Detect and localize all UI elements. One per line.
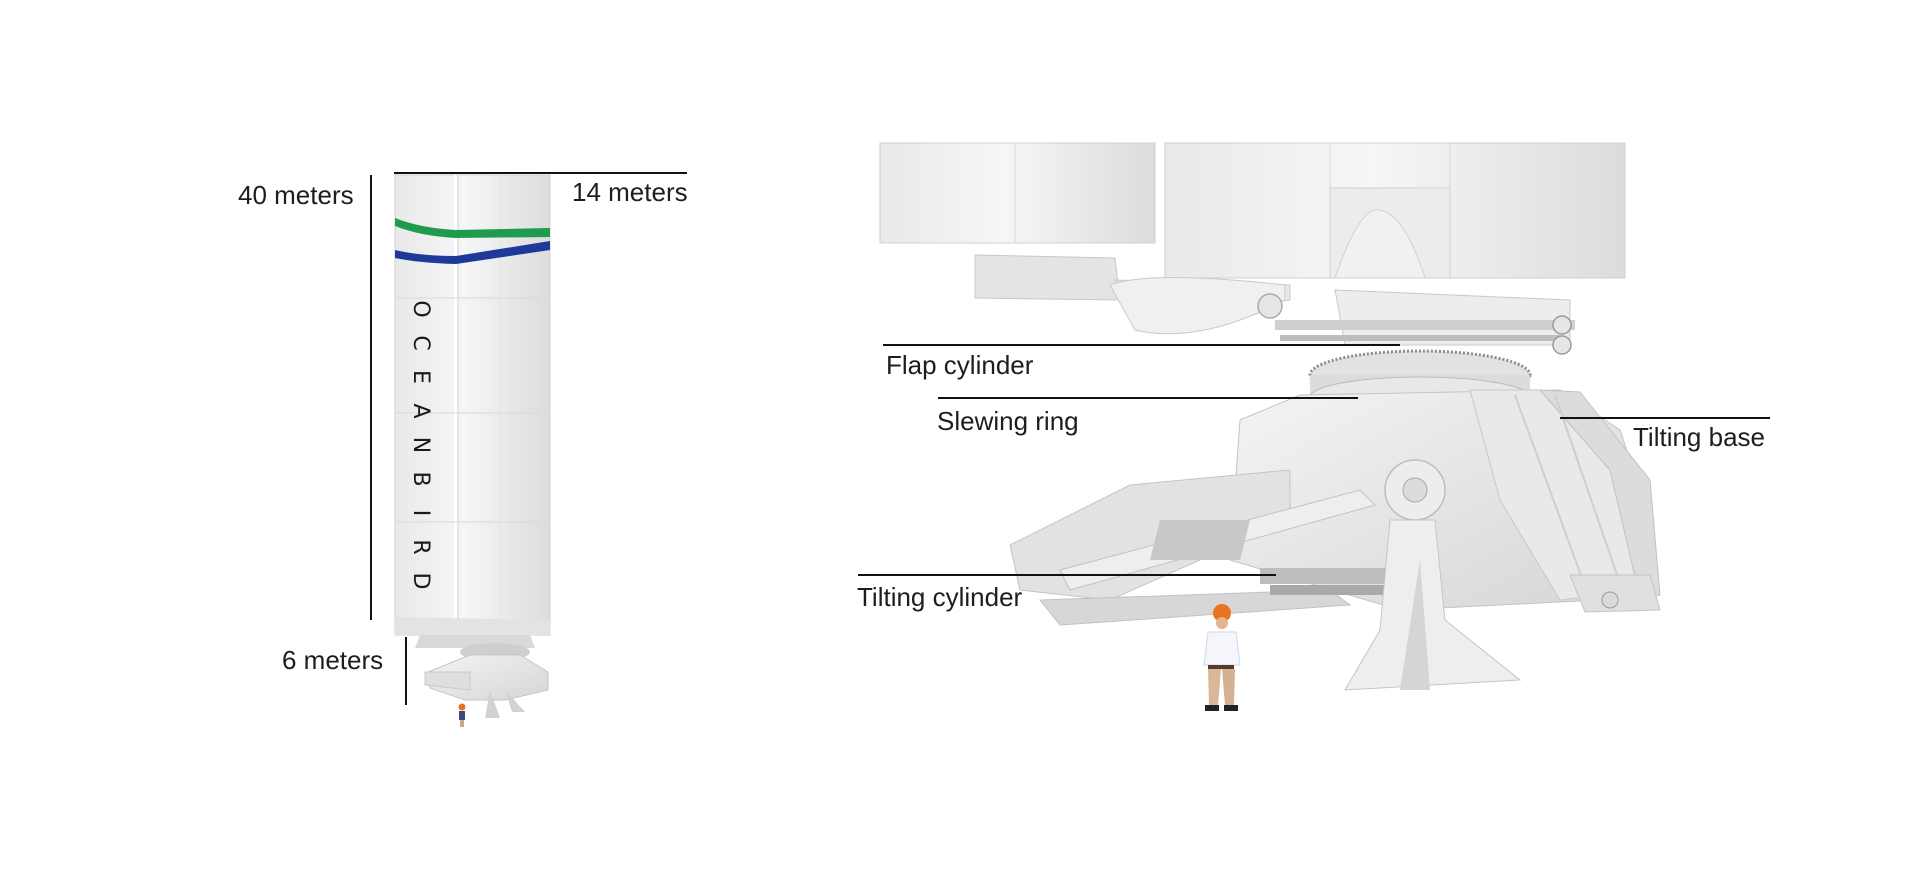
slewing-ring-leader	[938, 397, 1358, 399]
callout-tilting-base: Tilting base	[1633, 422, 1765, 452]
tilting-base-leader	[1560, 417, 1770, 419]
callout-slewing-ring: Slewing ring	[937, 406, 1079, 436]
base-dimension-line	[405, 637, 407, 705]
person-for-scale	[1203, 604, 1241, 711]
brand-letter: D	[408, 572, 433, 590]
callout-flap-cylinder: Flap cylinder	[886, 350, 1034, 380]
callout-tilting-cylinder: Tilting cylinder	[857, 582, 1023, 612]
sail-base-small	[415, 635, 549, 727]
height-label: 40 meters	[238, 180, 354, 210]
width-dimension-line	[394, 172, 687, 174]
height-dimension-line	[370, 175, 372, 620]
blue-stripe	[395, 241, 550, 264]
width-label: 14 meters	[572, 177, 688, 207]
green-stripe	[395, 218, 550, 238]
tilting-cylinder-leader	[858, 574, 1276, 576]
detail-illustration	[858, 142, 1770, 711]
base-height-label: 6 meters	[282, 645, 384, 675]
flap-cylinder-leader	[883, 344, 1400, 346]
